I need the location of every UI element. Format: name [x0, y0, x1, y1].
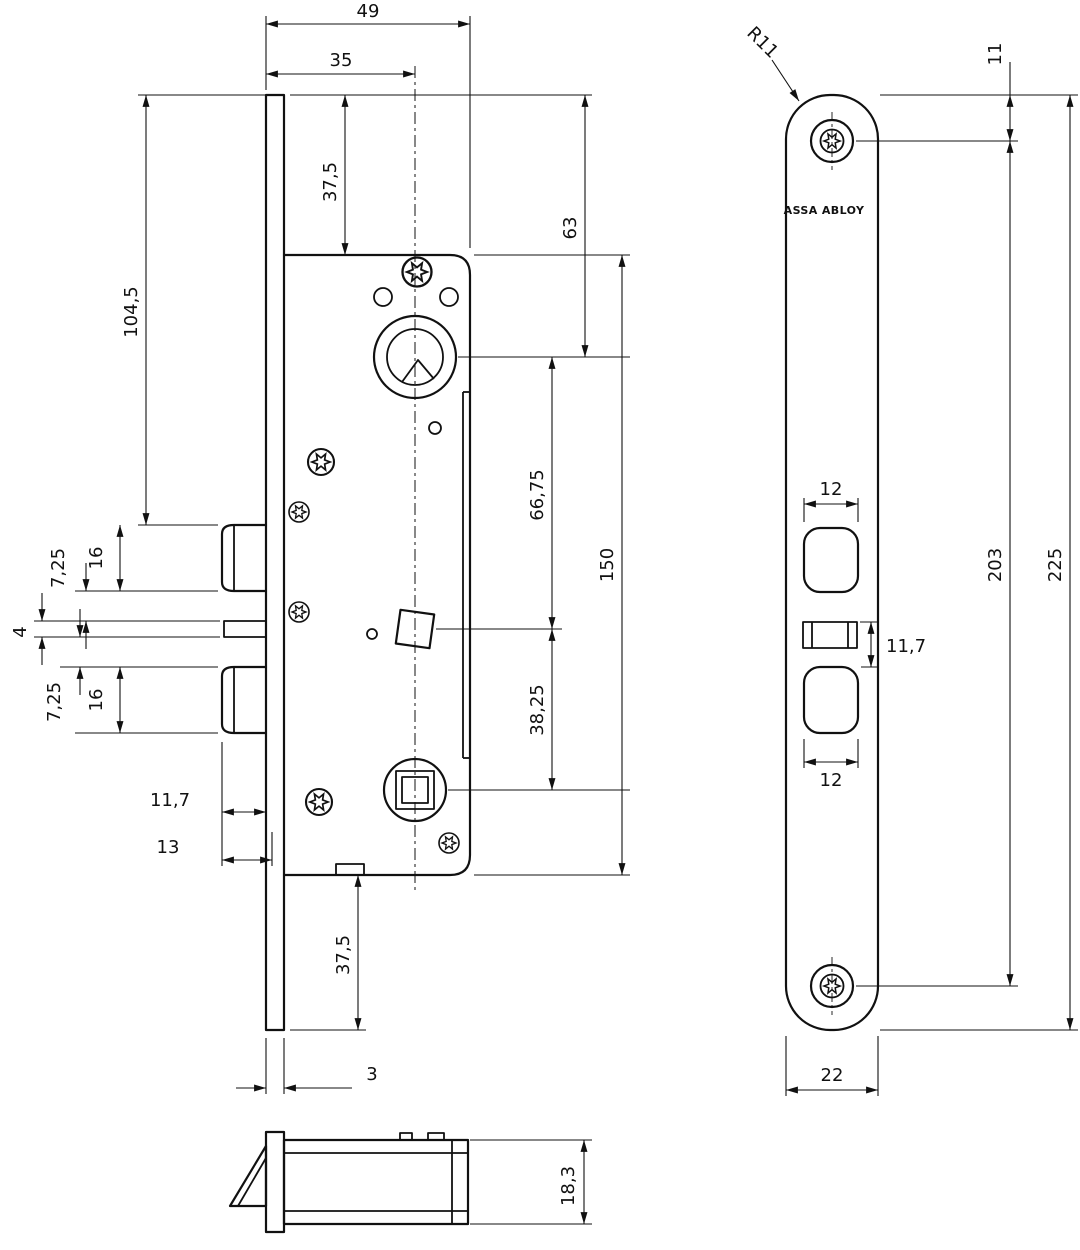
- dim-corner-radius-label: R11: [742, 23, 782, 63]
- dim-latch-projection-label: 11,7: [150, 790, 190, 811]
- hole: [373, 287, 393, 307]
- top-screw-hole: [809, 112, 855, 170]
- lower-follower: [382, 757, 448, 823]
- torx-screw-icon: [438, 832, 460, 854]
- dim-lower-latch-height-label: 16: [86, 689, 107, 712]
- dim-top-offset-label: 37,5: [320, 162, 341, 202]
- lock-body-outline: [282, 253, 472, 877]
- dim-cutout-spacing-label: 11,7: [886, 636, 926, 657]
- dim-overall-width: 49: [265, 1, 471, 248]
- bottom-screw-hole: [809, 957, 855, 1015]
- housing-tab: [427, 1132, 445, 1141]
- dim-top-offset: 37,5: [290, 94, 592, 255]
- cylinder-hole: [372, 314, 458, 400]
- dim-cutout-spacing: 11,7: [860, 621, 926, 668]
- dim-upper-latch-gap-label: 7,25: [48, 548, 69, 588]
- dim-plate-top-to-latch-label: 104,5: [121, 286, 142, 338]
- dim-latch-projection-total: 13: [157, 832, 273, 866]
- body-bottom-notch: [335, 863, 365, 875]
- faceplate-outline: [784, 93, 880, 1032]
- dim-pin-height-label: 4: [10, 626, 31, 637]
- spindle-follower: [366, 608, 436, 650]
- latch-head: [228, 1144, 268, 1208]
- dim-backset-label: 35: [330, 50, 353, 71]
- dim-bottom-offset-label: 37,5: [333, 935, 354, 975]
- dim-latch-height: 18,3: [470, 1139, 592, 1225]
- dim-latch-projection-total-label: 13: [157, 837, 180, 858]
- dim-latch-projection: 11,7: [150, 742, 266, 866]
- dim-upper-latch-height-label: 16: [86, 547, 107, 570]
- dim-plate-top-to-latch: 104,5: [121, 94, 266, 526]
- dim-upper-latch-height: 16: [75, 525, 218, 592]
- dim-upper-cutout-width: 12: [803, 479, 859, 522]
- latch-housing: [282, 1138, 470, 1226]
- dim-faceplate-thickness: 3: [236, 1038, 378, 1094]
- dim-lower-cutout-width: 12: [803, 739, 859, 791]
- dim-latch-height-label: 18,3: [558, 1166, 579, 1206]
- dim-follower-to-lower-label: 38,25: [527, 684, 548, 736]
- latch-detail-view: [228, 1130, 470, 1234]
- torx-screw-icon: [401, 256, 433, 288]
- dim-cylinder-from-top-label: 63: [560, 217, 581, 240]
- torx-screw-icon: [304, 787, 334, 817]
- lower-latch-bolt: [220, 665, 268, 735]
- dim-lower-latch-height: 16: [75, 667, 218, 734]
- dim-faceplate-thickness-label: 3: [366, 1064, 377, 1085]
- dim-cylinder-from-top: 63: [458, 95, 630, 358]
- upper-latch-cutout: [802, 526, 860, 594]
- hole: [439, 287, 459, 307]
- upper-latch-bolt: [220, 523, 268, 593]
- dim-plate-width-label: 22: [821, 1065, 844, 1086]
- dim-lower-latch-gap: 7,25: [44, 609, 218, 722]
- torx-screw-icon: [306, 447, 336, 477]
- dim-follower-to-lower: 38,25: [448, 629, 630, 791]
- torx-screw-icon: [288, 501, 310, 523]
- auxiliary-cutout: [802, 621, 858, 649]
- small-hole: [428, 421, 442, 435]
- dim-pin-height: 4: [10, 593, 220, 665]
- dim-upper-cutout-width-label: 12: [820, 479, 843, 500]
- dim-bottom-offset: 37,5: [290, 875, 366, 1031]
- dim-lower-cutout-width-label: 12: [820, 770, 843, 791]
- auxiliary-pin: [223, 620, 267, 638]
- dim-plate-length-label: 225: [1045, 548, 1066, 582]
- faceplate-side: [264, 93, 286, 1032]
- dim-cylinder-to-follower-label: 66,75: [527, 469, 548, 521]
- lower-latch-cutout: [802, 665, 860, 735]
- faceplate-front-view: ASSA ABLOY: [784, 93, 880, 1032]
- faceplate-section: [264, 1130, 286, 1234]
- dim-plate-width: 22: [785, 1036, 879, 1096]
- dim-case-height-label: 150: [597, 548, 618, 582]
- dim-plate-length: 225: [880, 95, 1078, 1031]
- dim-overall-width-label: 49: [357, 1, 380, 22]
- dim-hole-offset-label: 11: [985, 43, 1006, 66]
- dim-screw-hole-spacing: 203: [856, 140, 1018, 987]
- dim-corner-radius: R11: [742, 23, 800, 102]
- dim-backset: 35: [266, 50, 415, 78]
- brand-logo: ASSA ABLOY: [784, 204, 865, 217]
- dim-upper-latch-gap: 7,25: [34, 548, 220, 649]
- dim-lower-latch-gap-label: 7,25: [44, 682, 65, 722]
- lock-case-side-view: [220, 66, 472, 1032]
- dim-hole-offset: 11: [880, 43, 1078, 141]
- dim-cylinder-to-follower: 66,75: [436, 357, 562, 630]
- dim-case-height: 150: [474, 254, 630, 876]
- torx-screw-icon: [288, 601, 310, 623]
- auxiliary-slot: [462, 391, 470, 759]
- housing-tab: [399, 1132, 413, 1141]
- dim-screw-hole-spacing-label: 203: [985, 548, 1006, 582]
